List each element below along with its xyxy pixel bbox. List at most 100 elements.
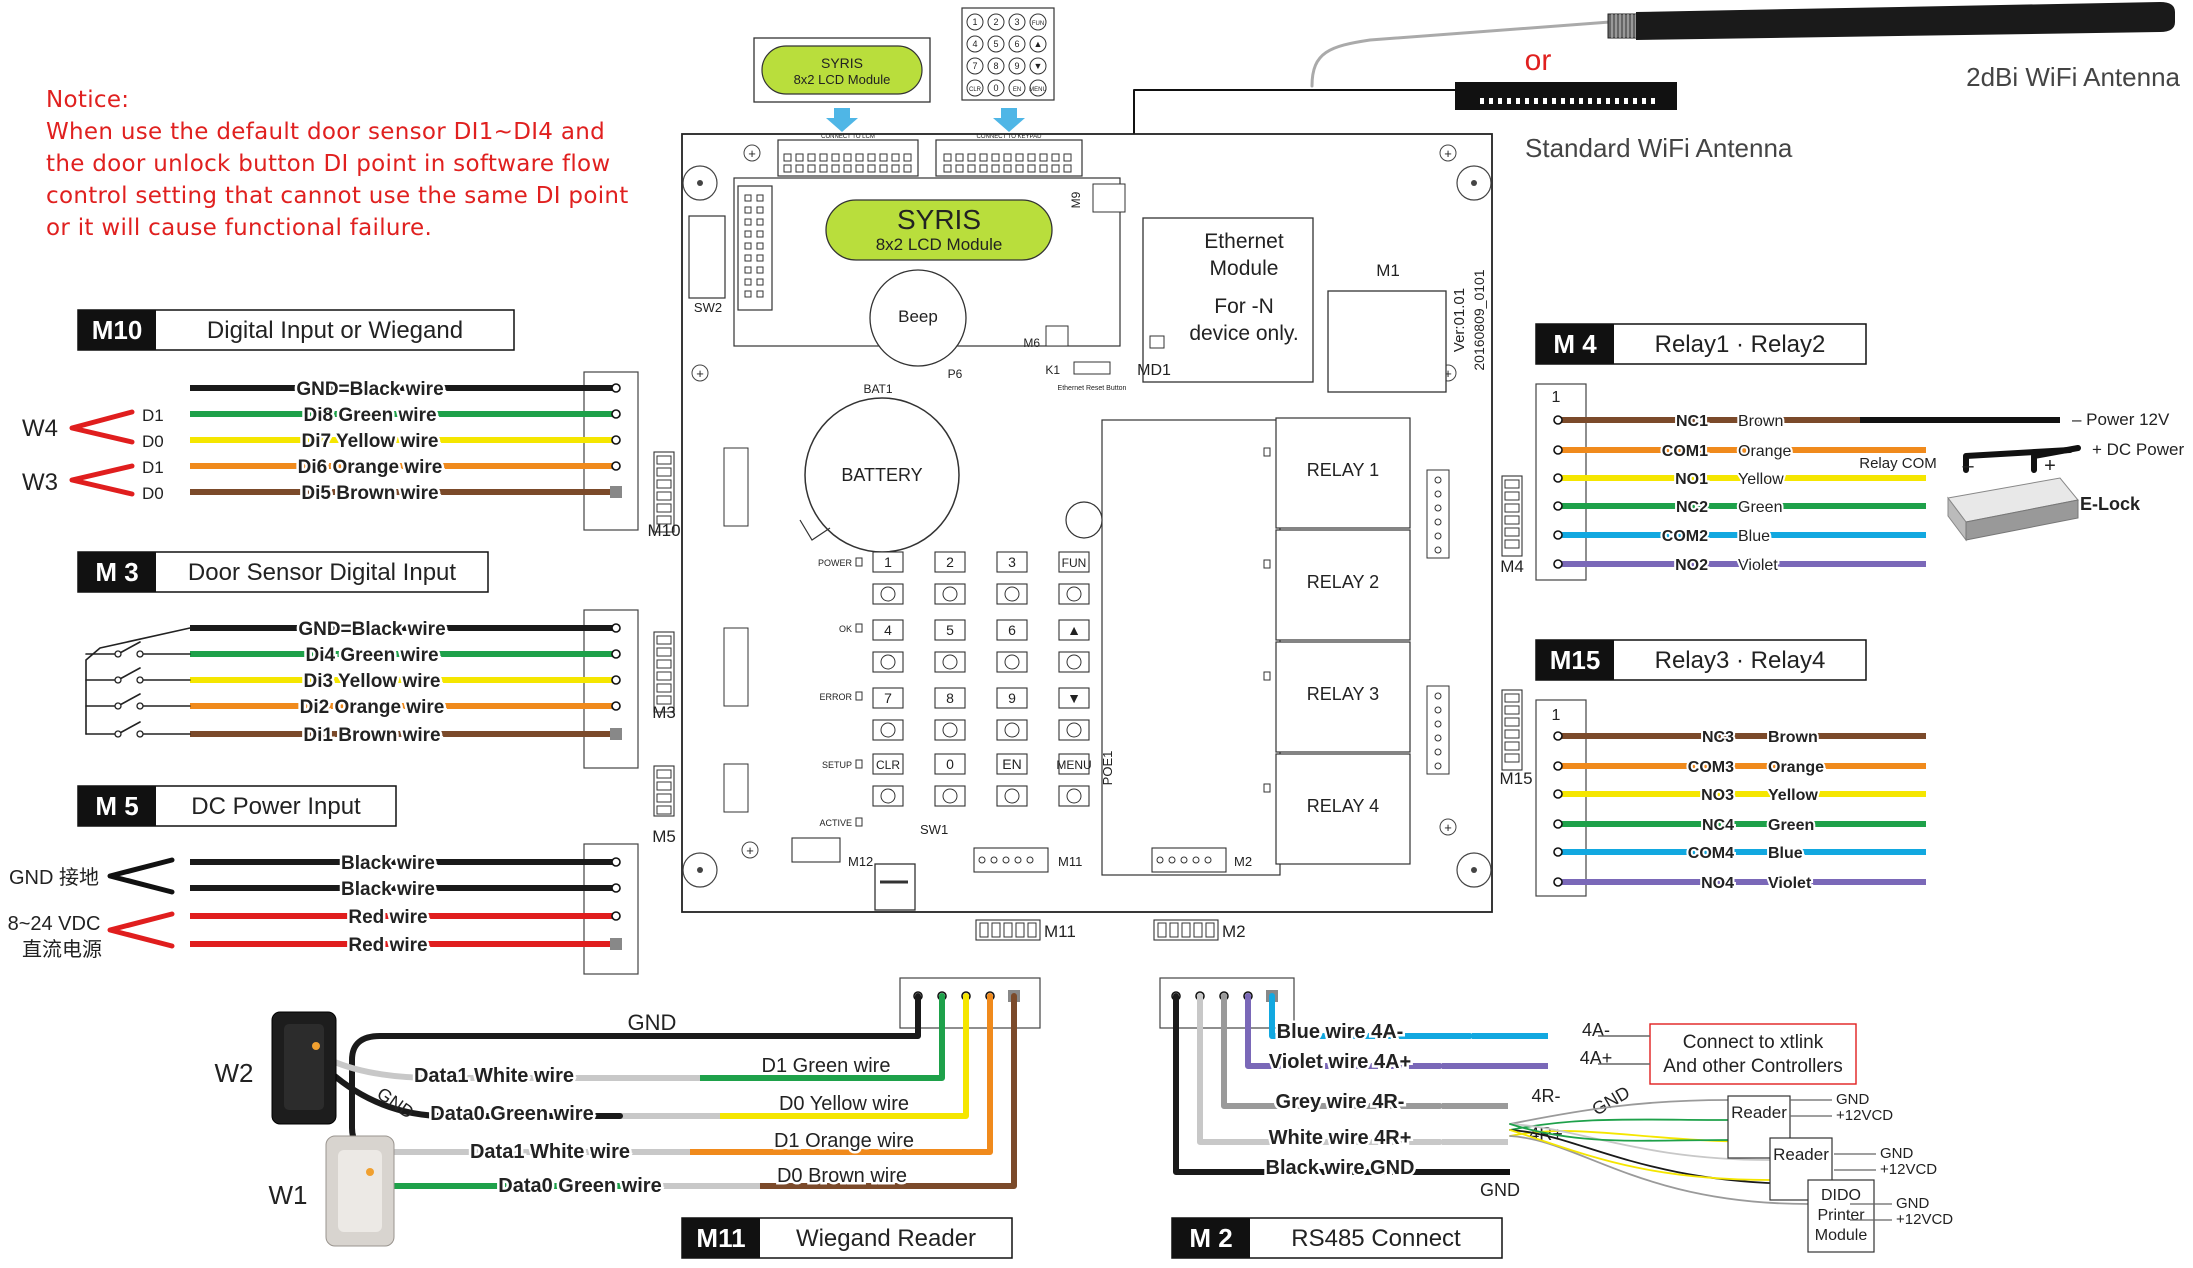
- pin: [1434, 532, 1442, 540]
- keypad-mini-label: 4: [972, 39, 977, 49]
- w3-bracket: [69, 463, 135, 497]
- beep-label: Beep: [898, 307, 938, 326]
- reader-led: [312, 1042, 320, 1050]
- m10-terminal: [611, 383, 621, 393]
- m2-grey-wire: [1221, 993, 1443, 1109]
- antenna-pin: [1579, 98, 1583, 104]
- antenna-pin: [1570, 98, 1574, 104]
- section-tab: [78, 310, 156, 350]
- antenna-pin: [1624, 98, 1628, 104]
- m10-ground-pin: [610, 486, 622, 498]
- key-label: EN: [1002, 756, 1021, 772]
- keypad-mini-label: 6: [1014, 39, 1019, 49]
- w1-data0-label: Data0 Green wire: [498, 1175, 661, 1197]
- status-led: [855, 623, 863, 633]
- a-plus-tag: 4A+: [1580, 1048, 1613, 1068]
- plug-pin: [1027, 922, 1037, 938]
- plug-pin: [1205, 922, 1215, 938]
- dido-label: DIDO: [1821, 1187, 1861, 1204]
- lcd-brand: SYRIS: [897, 204, 981, 235]
- lcm-connector-label: CONNECT TO LCM: [821, 134, 875, 140]
- pin: [967, 164, 976, 173]
- keypad-mini-label: ▲: [1034, 39, 1043, 49]
- poe-label: POE1: [1100, 751, 1115, 786]
- elock-plus: +: [2044, 455, 2056, 477]
- pin: [1014, 856, 1022, 864]
- notice-line: control setting that cannot use the same…: [46, 183, 629, 209]
- keypad-mini-key: [1008, 35, 1026, 53]
- m4-terminal: [1553, 501, 1563, 511]
- key-3: [996, 551, 1028, 573]
- pin: [744, 290, 752, 298]
- pin: [744, 218, 752, 226]
- antenna-pin: [1588, 98, 1592, 104]
- plug-pin: [1504, 503, 1520, 513]
- pin: [891, 164, 900, 173]
- m4-color-label: Violet: [1738, 557, 1778, 574]
- battery-label: BATTERY: [841, 465, 922, 485]
- m2-wire-label: White wire 4R+: [1269, 1127, 1412, 1149]
- pin: [1434, 692, 1442, 700]
- m3-wire-label: Di2 Orange wire: [300, 697, 445, 718]
- keypad-mini-label: 7: [972, 61, 977, 71]
- m10-wire-label: Di8 Green wire: [303, 405, 436, 426]
- r-minus-tag: 4R-: [1531, 1086, 1560, 1106]
- pin: [744, 230, 752, 238]
- m3-wire-label: Di1 Brown wire: [303, 725, 440, 746]
- m10-pin-label: D1: [142, 458, 164, 477]
- reader-1-label: Reader: [1731, 1103, 1787, 1122]
- section-tab: [78, 552, 156, 592]
- led-label: POWER: [818, 558, 853, 568]
- key-label: MENU: [1056, 758, 1091, 772]
- m12-connector: [791, 837, 841, 863]
- top-lcd-model: 8x2 LCD Module: [794, 72, 891, 87]
- m3-wire-label: Di3 Yellow wire: [304, 671, 441, 692]
- antenna-body: [1636, 2, 2175, 40]
- antenna-pin: [1489, 98, 1493, 104]
- plug-pin: [656, 635, 672, 645]
- elock-front: [1965, 499, 2079, 541]
- pin: [807, 153, 816, 162]
- key-FUN: [1058, 551, 1090, 573]
- pin: [1434, 518, 1442, 526]
- antenna-pin: [1633, 98, 1637, 104]
- m11-board-label: M11: [1058, 854, 1082, 869]
- ethernet-label: Module: [1210, 257, 1279, 280]
- keypad-mini-key: [987, 79, 1005, 97]
- plug-pin: [656, 695, 672, 705]
- lcm-header: [737, 185, 773, 311]
- key-6: [996, 619, 1028, 641]
- pin: [979, 164, 988, 173]
- section-tab: [682, 1218, 760, 1258]
- pin: [967, 153, 976, 162]
- m4-pin1: 1: [1552, 389, 1561, 406]
- dc-power-label: + DC Power: [2092, 440, 2184, 459]
- gnd-vcd-label: +12VCD: [1896, 1211, 1953, 1228]
- antenna-pin: [1525, 98, 1529, 104]
- pin: [744, 242, 752, 250]
- screw-plus: +: [1444, 366, 1452, 381]
- plug-pin: [1504, 479, 1520, 489]
- plug-pin: [656, 503, 672, 513]
- plug-pin: [1169, 922, 1179, 938]
- w2-d0-label: D0 Yellow wire: [779, 1093, 909, 1115]
- plug-pin: [656, 671, 672, 681]
- key-label: 7: [884, 690, 892, 706]
- key-dome: [880, 788, 896, 804]
- beep-buzzer: [869, 269, 967, 367]
- pin: [831, 153, 840, 162]
- keypad-mini-label: 9: [1014, 61, 1019, 71]
- keypad-mini-label: 1: [972, 17, 977, 27]
- pin: [1434, 734, 1442, 742]
- switch-dot: [114, 702, 122, 710]
- relay-label: RELAY 3: [1307, 684, 1379, 704]
- pin: [1180, 856, 1188, 864]
- plug-pin: [1504, 741, 1520, 751]
- gnd-vcd-label: GND: [1896, 1195, 1930, 1212]
- pin: [1434, 546, 1442, 554]
- relay-label: RELAY 4: [1307, 796, 1379, 816]
- keypad-mini-key: [1029, 57, 1047, 75]
- key-label: CLR: [876, 758, 900, 772]
- switch-dot: [114, 650, 122, 658]
- plug-pin: [1504, 693, 1520, 703]
